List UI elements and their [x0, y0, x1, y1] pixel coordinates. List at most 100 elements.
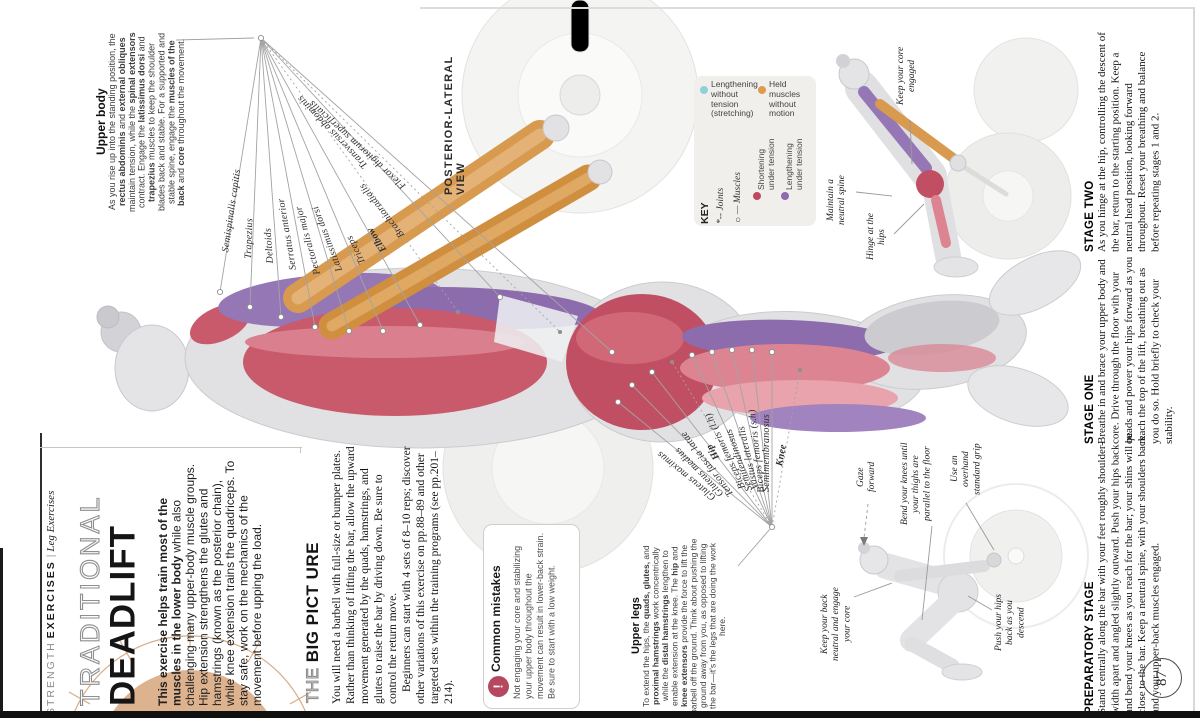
seg: core — [176, 146, 187, 166]
seg: and — [669, 546, 680, 563]
stage-two-body: As you hinge at the hip, controlling the… — [1096, 32, 1162, 252]
breadcrumb-series: STRENGTH — [45, 641, 57, 715]
seg: maintain tension, while the — [126, 103, 137, 212]
upper-body-note: Upper body As you rise up into the stand… — [94, 30, 187, 214]
seg: spinal extensors — [126, 32, 137, 104]
seg: rectus abdominis — [116, 131, 127, 207]
seg: and — [136, 36, 147, 54]
key-item-shortening: Shortening under tension — [756, 138, 776, 190]
title-rule — [40, 447, 302, 448]
seg: hip — [669, 562, 680, 576]
common-mistakes-body: Not engaging your core and stabilizing y… — [512, 532, 557, 699]
page-edge-top — [420, 7, 1195, 9]
key-dot-stretching — [700, 86, 708, 94]
preparatory-figure — [858, 483, 1089, 681]
note-back: Keep your back neutral and engage your c… — [820, 587, 853, 661]
key-item-lengthening: Lengthening under tension — [784, 138, 804, 190]
page-number: 87 — [1153, 670, 1170, 686]
note-core: Keep your core engaged — [896, 46, 918, 106]
big-picture-para2: Beginners can start with 4 sets of 8–10 … — [401, 446, 456, 704]
muscles-glyph: ○— — [733, 205, 743, 224]
page-title-line2: DEADLIFT — [103, 524, 143, 706]
upper-legs-note-body: To extend the hips, the quads, glutes, a… — [641, 537, 728, 715]
stage-two: STAGE TWO As you hinge at the hip, contr… — [1084, 32, 1163, 252]
key-muscles: ○— Muscles — [733, 148, 743, 224]
scan-edge-bottom — [0, 711, 1200, 718]
seg: latissimus dorsi — [136, 53, 147, 123]
note-leaders — [853, 119, 995, 621]
stage-one: STAGE ONE Breathe in and brace your uppe… — [1084, 254, 1176, 444]
warning-icon: ! — [488, 676, 509, 697]
upper-body-note-body: As you rise up into the standing positio… — [107, 30, 187, 214]
intro-paragraph: This exercise helps train most of the mu… — [156, 450, 265, 706]
joints-glyph: *-- — [716, 212, 726, 224]
page-title: TRADITIONAL DEADLIFT — [74, 452, 143, 707]
seg: distal hamstrings — [660, 595, 671, 666]
title-rule-tick — [300, 447, 301, 453]
joints-label: Joints — [716, 187, 726, 211]
note-grip: Use an overhand standard grip — [950, 443, 983, 495]
stage-one-heading: STAGE ONE — [1084, 374, 1096, 444]
upper-leader-markers — [216, 34, 616, 356]
key-dot-lengthening — [781, 192, 789, 200]
upper-legs-note: Upper legs To extend the hips, the quads… — [630, 537, 728, 715]
key-dot-shortening — [753, 192, 761, 200]
key-box — [694, 76, 816, 226]
seg: and — [116, 111, 127, 132]
key-item-stretching: Lengthening without tension (stretching) — [711, 79, 758, 119]
seg: trapezius — [146, 162, 157, 202]
corner-sun-decoration — [68, 622, 312, 718]
page-edge-right — [1193, 7, 1195, 711]
muscle-label: Semimembranosus — [761, 414, 772, 492]
stage-one-body: Breathe in and brace your upper body and… — [1096, 256, 1176, 444]
breadcrumb-section: EXERCISES — [45, 560, 57, 639]
seg: external obliques — [116, 37, 127, 112]
key-item-held: Held muscles without motion — [769, 79, 801, 119]
muscle-label: Trapezius — [243, 217, 256, 259]
warning-icon-glyph: ! — [491, 684, 506, 689]
breadcrumb-divider: | — [45, 554, 57, 558]
seg: As you rise up into the standing positio… — [107, 33, 117, 211]
common-mistakes-heading: Common mistakes — [489, 565, 503, 672]
seg: To extend the hips, the — [641, 618, 651, 707]
note-gaze: Gaze forward — [856, 461, 878, 493]
note-hinge: Hinge at the hips — [866, 213, 888, 261]
muscles-label: Muscles — [733, 172, 743, 204]
big-picture-heading-light: THE — [302, 662, 322, 704]
upper-body-note-heading: Upper body — [94, 88, 108, 156]
muscle-label: Deltoids — [262, 227, 276, 264]
stage-preparatory-heading: PREPARATORY STAGE — [1084, 581, 1096, 714]
page-title-line1: TRADITIONAL — [74, 494, 105, 707]
header-rule — [40, 433, 42, 717]
lower-leader-markers — [614, 346, 803, 531]
seg: proximal hamstrings — [650, 621, 661, 705]
big-picture-heading: THE BIG PICT URE — [302, 498, 323, 704]
key-joints: *-- Joints — [716, 148, 726, 224]
seg: contract. Engage the — [136, 122, 147, 208]
seg: and — [176, 165, 187, 186]
key-dot-held — [758, 86, 766, 94]
key-heading: KEY — [699, 202, 711, 224]
seg: throughout the movement. — [176, 38, 187, 147]
seg: quads, glutes, — [641, 561, 651, 619]
stage-two-figure — [836, 37, 1079, 278]
seg: knee extensors — [679, 645, 690, 708]
upper-label-leaders — [175, 37, 613, 353]
view-label: POSTERIOR-LATERAL VIEW — [443, 55, 467, 195]
gaze-arrowhead — [860, 537, 868, 546]
main-figure — [96, 114, 1082, 449]
big-picture-body: You will need a barbell with full-size o… — [330, 444, 456, 704]
seg: and — [641, 545, 651, 562]
big-picture-heading-bold: BIG PICT URE — [303, 541, 322, 663]
big-picture-para1: You will need a barbell with full-size o… — [331, 446, 400, 704]
breadcrumb-subsection: Leg Exercises — [45, 490, 57, 552]
scan-edge-left — [0, 548, 3, 718]
note-hips: Push your hips back as you descend — [994, 594, 1027, 652]
intro-rest: while also challenging many upper-body m… — [169, 460, 265, 706]
stage-two-heading: STAGE TWO — [1084, 180, 1096, 252]
page-number-badge: 87 — [1142, 658, 1182, 698]
note-spine: Maintain a neutral spine — [826, 175, 848, 225]
note-knees: Bend your knees until your thighs are pa… — [900, 442, 933, 526]
